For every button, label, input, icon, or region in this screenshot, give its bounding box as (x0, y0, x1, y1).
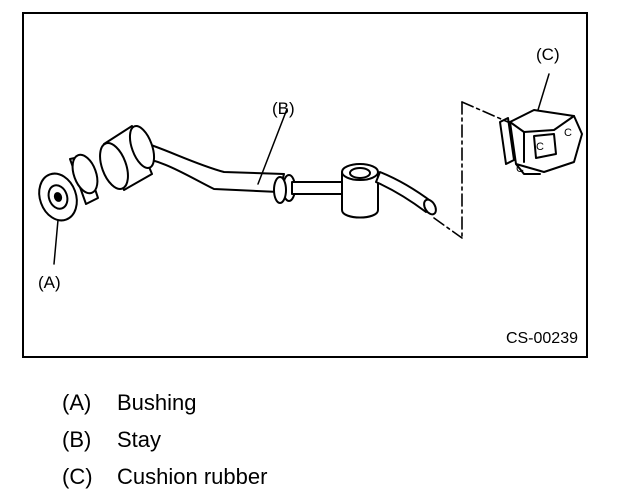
part-letter-c-1: C (536, 141, 544, 153)
figure-code: CS-00239 (505, 330, 578, 347)
legend-label: Bushing (117, 389, 197, 415)
legend-label: Cushion rubber (117, 463, 268, 489)
part-letter-c-2: C (564, 127, 572, 139)
callout-a: (A) (38, 273, 61, 292)
stay-part (99, 108, 437, 219)
legend-key: (A) (62, 389, 92, 415)
parts-illustration: C C C (38, 73, 583, 265)
legend-label: Stay (117, 426, 162, 452)
cushion-rubber-part (433, 73, 583, 239)
callout-b: (B) (272, 99, 295, 118)
part-letter-c-3: C (516, 163, 524, 175)
exploded-view-figure: C C C (B) (C) (A) CS-00239 (22, 12, 588, 358)
parts-legend: (A) Bushing (B) Stay (C) Cushion rubber (62, 384, 267, 495)
legend-item: (C) Cushion rubber (62, 458, 267, 495)
legend-key: (C) (62, 463, 93, 489)
legend-key: (B) (62, 426, 92, 452)
leader-line-a (53, 219, 59, 265)
legend-item: (B) Stay (62, 421, 267, 458)
bushing-part (38, 153, 99, 222)
legend-item: (A) Bushing (62, 384, 267, 421)
callout-c: (C) (536, 45, 560, 64)
